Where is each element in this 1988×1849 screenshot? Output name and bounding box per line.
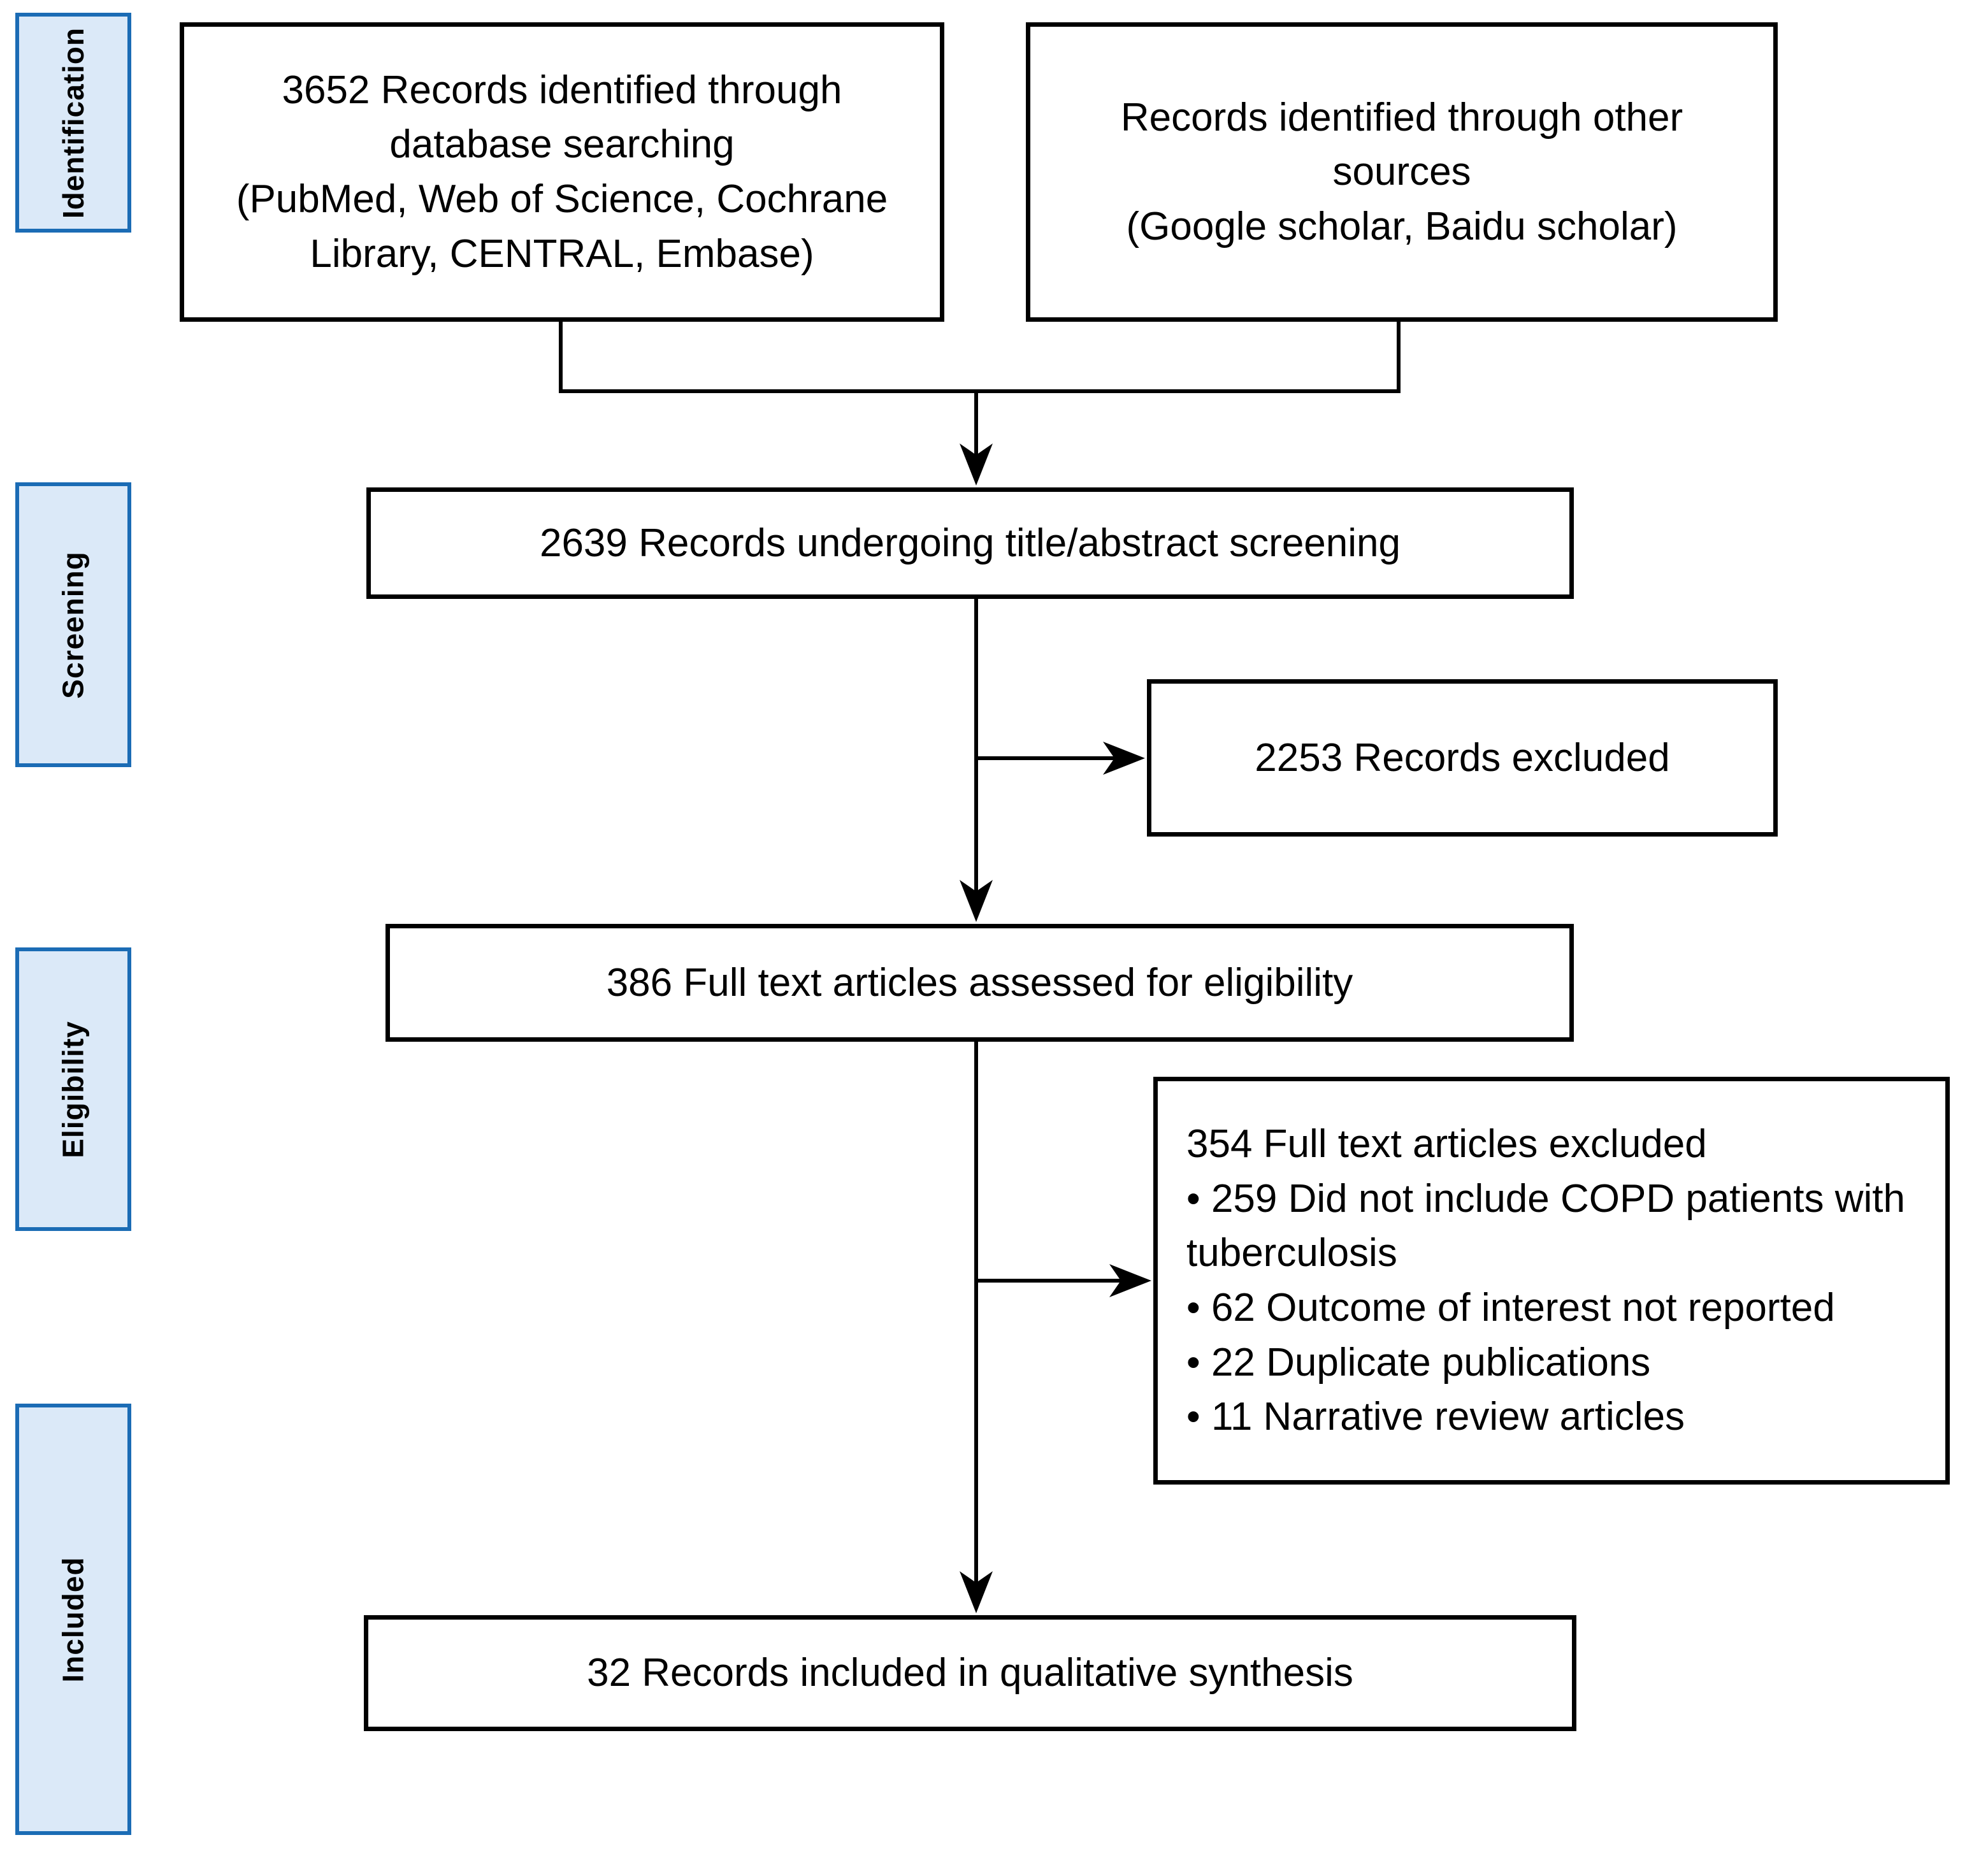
box-other-records-line3: (Google scholar, Baidu scholar) [1126, 204, 1678, 248]
stage-label-included-text: Included [57, 1556, 90, 1683]
box-title-abstract-screening-text: 2639 Records undergoing title/abstract s… [539, 521, 1401, 565]
box-database-records-line4: Library, CENTRAL, Embase) [310, 231, 814, 276]
stage-label-eligibility-text: Eligibility [57, 1020, 90, 1158]
reason-text-3: 22 Duplicate publications [1211, 1340, 1651, 1385]
box-fulltext-excluded-title: 354 Full text articles excluded [1186, 1122, 1707, 1167]
arrowhead-into-fulltext-excluded [1109, 1264, 1151, 1297]
box-records-excluded: 2253 Records excluded [1147, 679, 1778, 837]
stage-label-identification: Identification [15, 13, 131, 233]
box-database-records: 3652 Records identified through database… [180, 22, 944, 322]
reason-text-1: 259 Did not include COPD patients with t… [1186, 1176, 1905, 1276]
box-database-records-line2: database searching [389, 122, 735, 167]
stage-label-identification-text: Identification [57, 27, 90, 219]
box-fulltext-excluded-reason-4: • 11 Narrative review articles [1186, 1390, 1685, 1444]
arrowhead-into-screening [960, 443, 993, 486]
stage-label-screening-text: Screening [57, 550, 90, 699]
box-fulltext-assessed: 386 Full text articles assessed for elig… [385, 924, 1574, 1042]
box-fulltext-excluded-reason-1: • 259 Did not include COPD patients with… [1186, 1172, 1929, 1281]
reason-text-2: 62 Outcome of interest not reported [1211, 1286, 1835, 1330]
box-qualitative-synthesis-text: 32 Records included in qualitative synth… [587, 1651, 1353, 1695]
box-qualitative-synthesis: 32 Records included in qualitative synth… [364, 1615, 1576, 1731]
box-title-abstract-screening: 2639 Records undergoing title/abstract s… [366, 487, 1574, 599]
arrowhead-into-included [960, 1571, 993, 1613]
bullet-icon: • [1186, 1340, 1200, 1385]
box-other-records: Records identified through other sources… [1026, 22, 1778, 322]
box-database-records-line1: 3652 Records identified through [282, 68, 842, 112]
bullet-icon: • [1186, 1286, 1200, 1330]
arrowhead-into-fulltext [960, 880, 993, 922]
box-records-excluded-text: 2253 Records excluded [1255, 735, 1670, 780]
box-fulltext-excluded: 354 Full text articles excluded • 259 Di… [1153, 1077, 1950, 1485]
bullet-icon: • [1186, 1395, 1200, 1439]
box-other-records-line2: sources [1332, 150, 1471, 194]
stage-label-screening: Screening [15, 482, 131, 767]
stage-label-eligibility: Eligibility [15, 947, 131, 1231]
box-fulltext-assessed-text: 386 Full text articles assessed for elig… [606, 960, 1353, 1005]
box-other-records-line1: Records identified through other [1120, 95, 1683, 140]
arrowhead-into-records-excluded [1103, 742, 1145, 775]
box-fulltext-excluded-reason-2: • 62 Outcome of interest not reported [1186, 1281, 1835, 1335]
box-fulltext-excluded-reason-3: • 22 Duplicate publications [1186, 1335, 1650, 1390]
stage-label-included: Included [15, 1404, 131, 1835]
reason-text-4: 11 Narrative review articles [1211, 1395, 1685, 1439]
box-database-records-line3: (PubMed, Web of Science, Cochrane [236, 177, 888, 221]
bullet-icon: • [1186, 1176, 1200, 1221]
